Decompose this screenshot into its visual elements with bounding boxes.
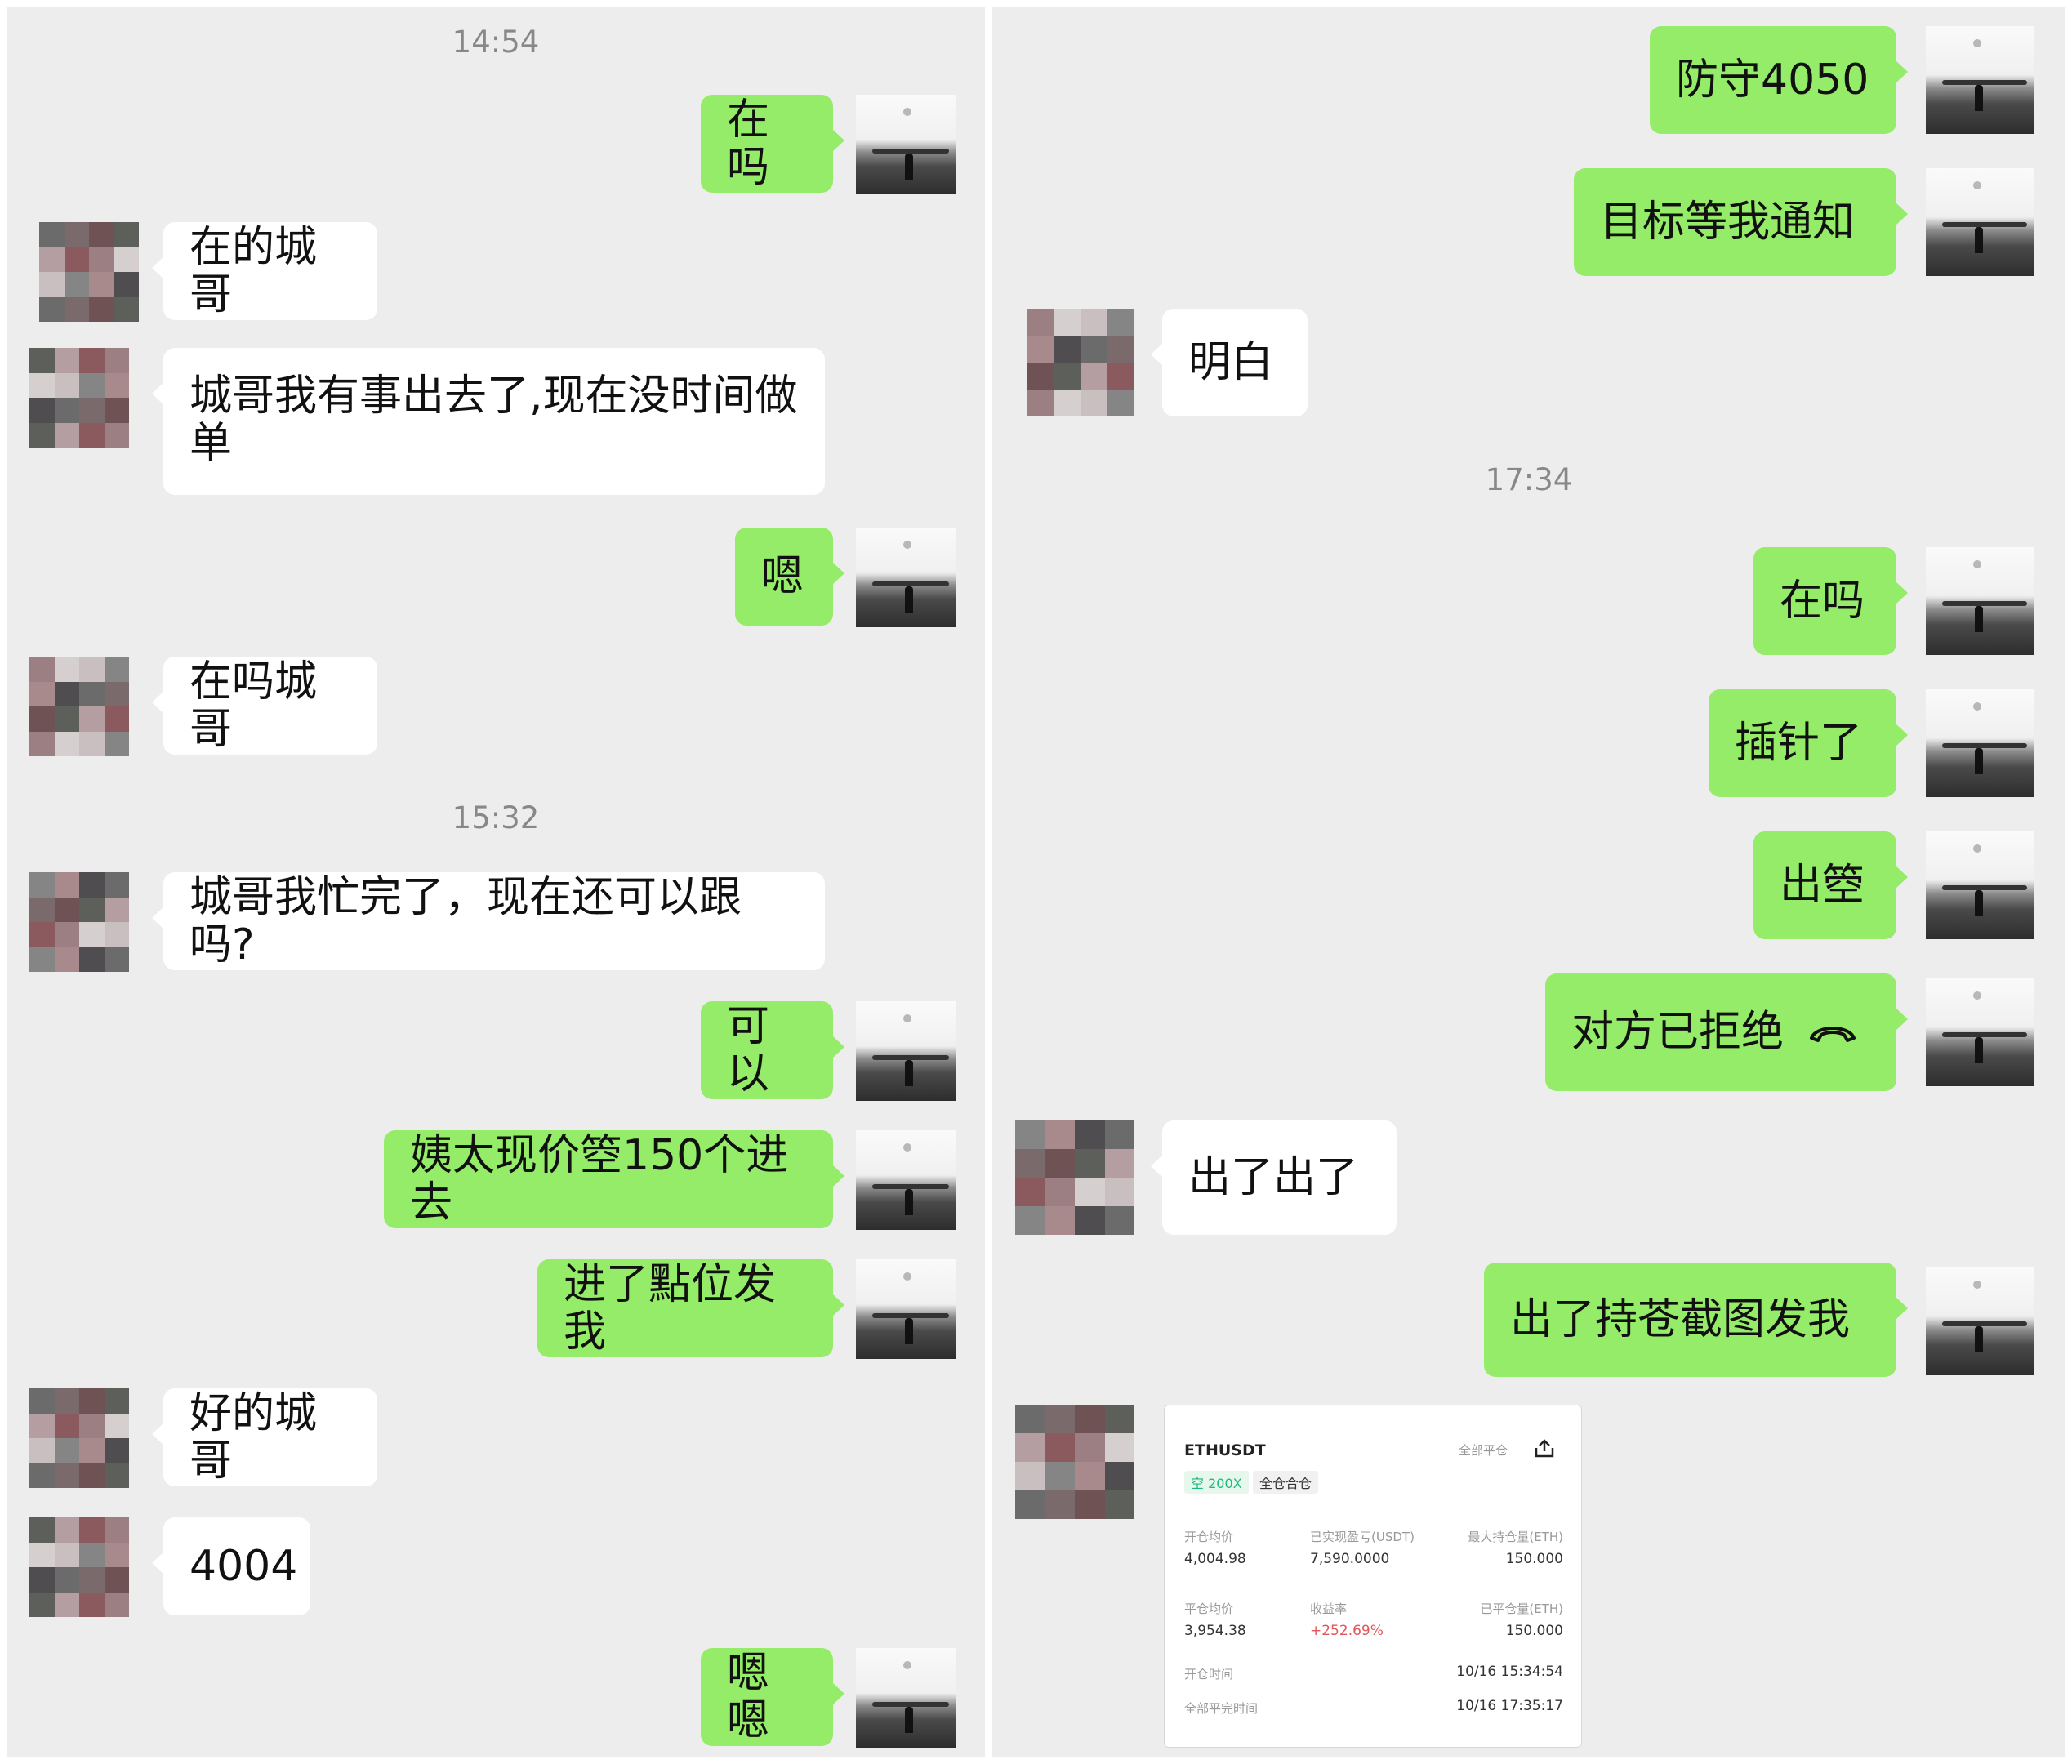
message-text: 好的城哥 [189,1389,318,1486]
contact-avatar[interactable] [1015,1405,1134,1519]
open-avg-label: 开仓均价 [1184,1530,1234,1544]
message-bubble-sent[interactable]: 插针了 [1709,689,1908,797]
realized-pnl-value: 7,590.0000 [1310,1551,1390,1567]
message-text: 4004 [189,1542,298,1591]
message-bubble-sent[interactable]: 在吗 [701,95,844,193]
contact-avatar[interactable] [29,1388,129,1488]
message-bubble-sent[interactable]: 嗯嗯 [701,1648,844,1746]
message-text: 防守4050 [1676,56,1869,105]
message-text: 对方已拒绝 [1571,1008,1785,1057]
contact-avatar[interactable] [29,657,129,756]
message-bubble-sent[interactable]: 出了持苍截图发我 [1484,1263,1908,1377]
max-hold-value: 150.000 [1505,1551,1563,1567]
my-avatar[interactable] [1926,978,2034,1086]
close-time-label: 全部平完时间 [1184,1701,1259,1716]
margin-mode-badge: 全仓合仓 [1253,1471,1319,1494]
realized-pnl-label: 已实现盈亏(USDT) [1310,1530,1415,1544]
message-text: 单 [189,419,233,468]
close-avg-label: 平仓均价 [1184,1601,1234,1616]
call-declined-bubble[interactable]: 对方已拒绝 [1545,973,1908,1091]
message-text: 嗯 [761,552,804,601]
my-avatar[interactable] [1926,689,2034,797]
chat-panel-right: 防守4050 目标等我通知 明白 17:34 在吗 插针了 出箜 对方已拒绝 出… [992,7,2065,1757]
message-text: 明白 [1188,338,1274,387]
timestamp: 14:54 [452,24,540,60]
message-text: 目标等我通知 [1600,198,1856,247]
timestamp: 15:32 [452,800,540,835]
closed-qty-label: 已平仓量(ETH) [1480,1601,1563,1616]
message-text: 进了點位发我 [564,1260,777,1356]
message-bubble-received[interactable]: 明白 [1151,309,1308,416]
contact-avatar[interactable] [29,872,129,972]
message-text: 出箜 [1780,861,1865,910]
message-text: 可以 [727,1002,770,1098]
contact-avatar[interactable] [1027,309,1134,416]
position-screenshot-image[interactable]: ETHUSDT 全部平仓 空 200X 全仓合仓 开仓均价 4,004.98 已… [1164,1405,1582,1748]
message-text: 在吗城哥 [189,657,318,754]
message-bubble-sent[interactable]: 在吗 [1753,547,1908,655]
timestamp: 17:34 [1485,462,1573,497]
message-bubble-sent[interactable]: 出箜 [1753,831,1908,939]
my-avatar[interactable] [856,1001,956,1101]
my-avatar[interactable] [856,1648,956,1748]
message-bubble-sent[interactable]: 可以 [701,1001,844,1099]
message-text: 出了持苍截图发我 [1510,1295,1851,1344]
hangup-icon [1810,1027,1856,1042]
my-avatar[interactable] [1926,831,2034,939]
message-bubble-received[interactable]: 出了出了 [1151,1120,1397,1235]
roi-label: 收益率 [1310,1601,1348,1616]
open-avg-value: 4,004.98 [1184,1551,1246,1567]
message-bubble-sent[interactable]: 嗯 [735,528,844,626]
message-text: 城哥我有事出去了,现在没时间做 [189,372,798,421]
message-bubble-received[interactable]: 城哥我忙完了，现在还可以跟吗? [152,872,825,970]
close-all-label: 全部平仓 [1459,1443,1508,1458]
message-text: 姨太现价箜150个进去 [410,1131,789,1227]
roi-value: +252.69% [1310,1623,1384,1639]
side-badge: 空 200X [1184,1471,1249,1494]
message-bubble-sent[interactable]: 目标等我通知 [1574,168,1908,276]
message-bubble-received[interactable]: 4004 [152,1517,310,1615]
close-avg-value: 3,954.38 [1184,1623,1246,1639]
share-icon [1535,1439,1554,1458]
message-text: 出了出了 [1188,1153,1359,1202]
message-bubble-sent[interactable]: 进了點位发我 [537,1259,844,1357]
message-text: 在的城哥 [189,223,318,319]
contact-avatar[interactable] [39,222,139,322]
open-time-label: 开仓时间 [1184,1667,1234,1682]
max-hold-label: 最大持仓量(ETH) [1468,1530,1563,1544]
message-text: 嗯嗯 [727,1649,770,1745]
my-avatar[interactable] [856,1259,956,1359]
my-avatar[interactable] [1926,547,2034,655]
message-text: 城哥我忙完了，现在还可以跟吗? [189,873,742,969]
message-bubble-sent[interactable]: 防守4050 [1650,26,1908,134]
message-bubble-received[interactable]: 城哥我有事出去了,现在没时间做 单 [152,348,825,495]
message-bubble-received[interactable]: 好的城哥 [152,1388,377,1486]
contact-avatar[interactable] [29,1517,129,1617]
chat-panel-left: 14:54 在吗 在的城哥 城哥我有事出去了,现在没时间做 单 嗯 在吗城哥 1… [7,7,985,1757]
my-avatar[interactable] [1926,1267,2034,1375]
side-label: 空 [1191,1476,1205,1491]
my-avatar[interactable] [856,528,956,627]
message-text: 在吗 [1780,577,1865,626]
my-avatar[interactable] [1926,26,2034,134]
message-bubble-sent[interactable]: 姨太现价箜150个进去 [384,1130,844,1228]
contact-avatar[interactable] [29,348,129,448]
closed-qty-value: 150.000 [1505,1623,1563,1639]
close-time-value: 10/16 17:35:17 [1456,1698,1563,1714]
my-avatar[interactable] [856,95,956,194]
my-avatar[interactable] [1926,168,2034,276]
symbol-label: ETHUSDT [1184,1441,1266,1459]
open-time-value: 10/16 15:34:54 [1456,1664,1563,1680]
message-text: 插针了 [1735,719,1863,768]
message-bubble-received[interactable]: 在的城哥 [152,222,377,320]
my-avatar[interactable] [856,1130,956,1230]
leverage-label: 200X [1208,1476,1242,1491]
message-bubble-received[interactable]: 在吗城哥 [152,657,377,755]
message-text: 在吗 [727,96,770,192]
contact-avatar[interactable] [1015,1120,1134,1235]
